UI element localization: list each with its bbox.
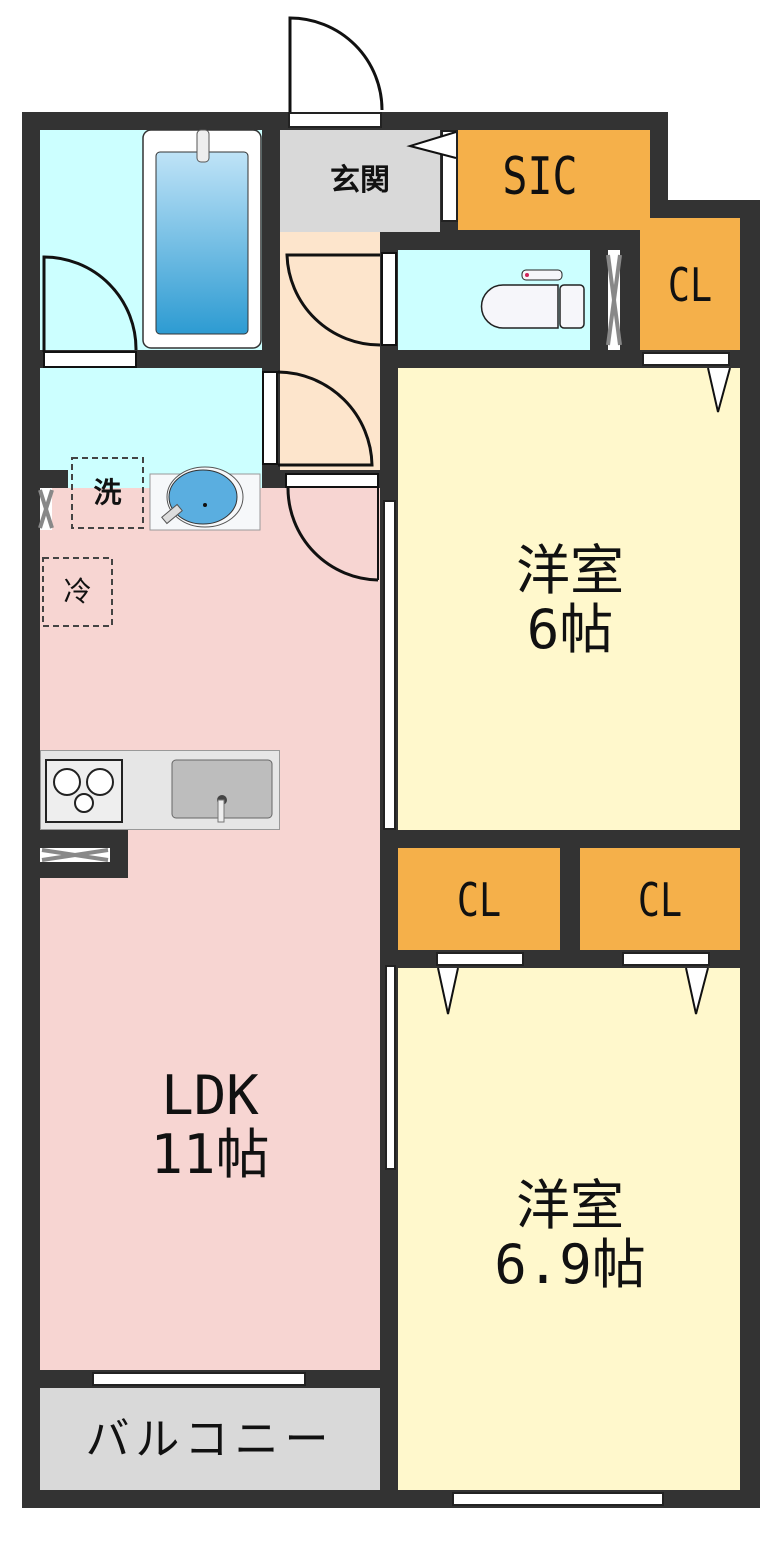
western-room-1-label: 洋室 6帖 (420, 530, 720, 670)
closet-top-label: CL (667, 257, 713, 312)
closet-mid-left (398, 848, 560, 950)
room-size: 11帖 (150, 1123, 270, 1186)
room-name: 洋室 (516, 1173, 624, 1237)
window-room2 (452, 1492, 664, 1506)
western-room-1 (398, 368, 740, 830)
wash-door (262, 371, 278, 465)
toilet-icon (480, 269, 585, 329)
washer-space (71, 457, 144, 529)
toilet-door (381, 252, 397, 346)
closet-mid-right-door (622, 952, 710, 966)
balcony (40, 1388, 380, 1490)
entrance-label: 玄関 (330, 162, 390, 198)
room-size: 6帖 (526, 598, 614, 661)
vent-x-icon (38, 250, 622, 862)
bath-door-arc (42, 255, 138, 352)
closet-mid-left-label: CL (456, 872, 502, 927)
sliding-door-room1 (383, 500, 396, 830)
ldk-room (40, 488, 380, 1370)
fridge-label: 冷 (63, 574, 92, 608)
closet-mid-right (580, 848, 740, 950)
fridge-space (42, 557, 113, 627)
wash-door-arc (277, 370, 374, 467)
toilet-door-arc (285, 253, 381, 347)
washroom (40, 368, 262, 470)
closet-mid-left-door (436, 952, 524, 966)
balcony-label: バルコニー (85, 1413, 335, 1465)
closet-mid-right-label: CL (637, 872, 683, 927)
bathtub-basin (155, 151, 249, 335)
faucet-icon (196, 129, 210, 163)
bath-door (43, 351, 137, 368)
sic-label: SIC (502, 147, 578, 208)
closet-top (640, 218, 740, 350)
entry-door-arc (288, 16, 384, 112)
washer-label: 洗 (93, 475, 122, 509)
western-room-2 (398, 968, 740, 1490)
washbasin-icon (149, 466, 261, 531)
closet-mid-left-arrow (437, 967, 459, 1015)
room-name: LDK (161, 1063, 259, 1127)
western-room-2-label: 洋室 6.9帖 (420, 1165, 720, 1305)
sliding-door-room2 (385, 965, 396, 1170)
sic-door-arrow (406, 131, 457, 159)
closet-top-arrow (707, 367, 731, 413)
ldk-door-arc (286, 487, 379, 582)
ldk-label: LDK 11帖 (60, 1055, 360, 1195)
room-size: 6.9帖 (494, 1233, 646, 1296)
stove-icon (45, 759, 123, 823)
ldk-door (285, 473, 379, 488)
shoe-closet (458, 130, 650, 230)
window-ldk (92, 1372, 306, 1386)
sink-icon (171, 759, 273, 823)
closet-top-door (642, 352, 730, 366)
entry-door-frame (288, 112, 382, 128)
closet-mid-right-arrow (685, 967, 709, 1015)
room-name: 洋室 (516, 538, 624, 602)
